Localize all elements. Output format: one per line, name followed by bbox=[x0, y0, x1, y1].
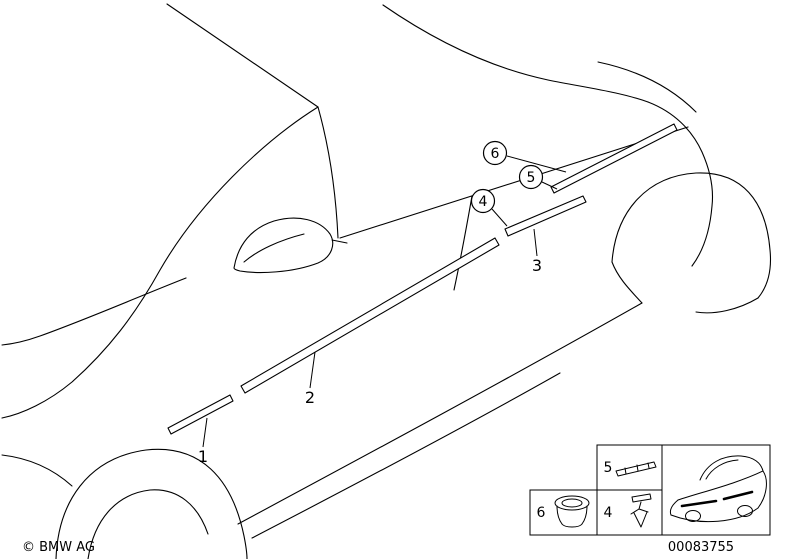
callout-5-label: 5 bbox=[527, 170, 536, 186]
callout-3-leader-line bbox=[533, 228, 538, 257]
callout-6-leader-line bbox=[506, 155, 567, 173]
clip-rail-tick-3 bbox=[647, 462, 650, 469]
callout-1: 1 bbox=[198, 417, 208, 466]
mirror-outline bbox=[233, 217, 334, 274]
thumb-windshield-line bbox=[705, 459, 739, 480]
clip-stem bbox=[638, 501, 642, 510]
clip-rail-tick-1 bbox=[624, 467, 627, 475]
a-pillar-line bbox=[166, 3, 319, 108]
molding-strips bbox=[167, 123, 678, 435]
clip-rail-part-drawing bbox=[615, 461, 657, 477]
thumb-front-edge bbox=[669, 499, 679, 516]
callout-5-leader-line bbox=[541, 181, 558, 190]
copyright-text: © BMW AG bbox=[22, 540, 95, 555]
mirror-detail-line bbox=[243, 233, 305, 263]
document-number: 00083755 bbox=[668, 540, 734, 555]
rear-arch-right-leg bbox=[757, 249, 772, 299]
callout-4-circle bbox=[470, 188, 496, 214]
front-fender-molding-part-1 bbox=[167, 394, 234, 435]
grommet-part-drawing bbox=[554, 495, 590, 528]
rear-bumper-line bbox=[691, 205, 713, 267]
inset-item-6-label: 6 bbox=[537, 505, 546, 521]
front-bumper-line bbox=[1, 454, 73, 487]
grommet-left-side bbox=[556, 505, 563, 525]
rear-deck-line bbox=[597, 61, 697, 113]
door-shut-line bbox=[453, 195, 473, 291]
clip-rail-bar bbox=[615, 461, 657, 477]
callout-1-label: 1 bbox=[198, 447, 208, 466]
rear-door-molding-part-3 bbox=[504, 195, 587, 237]
callout-3-label: 3 bbox=[532, 256, 542, 275]
car-line-art bbox=[1, 3, 772, 559]
rocker-lower-line bbox=[251, 372, 561, 539]
thumb-quarter-molding-highlight bbox=[722, 490, 754, 501]
thumb-roof-line bbox=[699, 455, 764, 481]
mirror-stem-line bbox=[331, 239, 348, 244]
rear-quarter-molding bbox=[550, 123, 678, 194]
a-pillar-base-line bbox=[317, 106, 339, 239]
grommet-bottom bbox=[561, 523, 583, 528]
inset-item-5-label: 5 bbox=[604, 460, 613, 476]
callout-6-label: 6 bbox=[491, 146, 500, 162]
clip-head bbox=[631, 493, 652, 503]
callout-4-label: 4 bbox=[479, 194, 488, 210]
rocker-line bbox=[237, 302, 643, 525]
thumb-rear-wheel bbox=[737, 505, 753, 517]
rocker-to-arch-line bbox=[611, 261, 643, 304]
thumb-front-wheel bbox=[685, 510, 701, 522]
callout-1-leader-line bbox=[202, 417, 208, 448]
rear-wheel-arch bbox=[611, 172, 771, 263]
rear-end-line bbox=[647, 101, 714, 207]
callout-5: 5 bbox=[518, 164, 558, 190]
callout-2: 2 bbox=[305, 351, 316, 407]
callout-4: 4 bbox=[470, 188, 508, 227]
hardware-inset-box: 5 4 6 bbox=[529, 444, 771, 536]
callout-6: 6 bbox=[482, 140, 567, 173]
car-thumbnail bbox=[669, 455, 767, 523]
front-wheel-inner-arch bbox=[87, 489, 209, 559]
clip-tip bbox=[633, 511, 648, 528]
thumb-body-bottom bbox=[670, 507, 759, 523]
callout-6-circle bbox=[482, 140, 508, 166]
clip-rail-tick-2 bbox=[636, 464, 639, 472]
callout-3: 3 bbox=[532, 228, 542, 275]
roof-line bbox=[382, 4, 649, 103]
rear-lower-line bbox=[695, 297, 759, 314]
inset-item-4-label: 4 bbox=[604, 505, 613, 521]
callout-4-leader-line bbox=[491, 208, 508, 227]
thumb-belt-line bbox=[677, 470, 764, 501]
cowl-hood-line bbox=[1, 106, 319, 419]
clip-wings bbox=[630, 508, 649, 515]
callout-2-leader-line bbox=[309, 351, 316, 389]
grommet-outer-rim bbox=[554, 495, 590, 511]
grommet-inner-rim bbox=[561, 498, 583, 508]
door-molding-part-2 bbox=[240, 237, 500, 394]
thumb-rear-edge bbox=[757, 470, 767, 509]
callout-5-circle bbox=[518, 164, 544, 190]
front-wheel-arch bbox=[55, 448, 248, 559]
hood-cut-line bbox=[1, 277, 187, 346]
grommet-right-side bbox=[581, 505, 588, 525]
callout-2-label: 2 bbox=[305, 388, 315, 407]
thumb-door-molding-highlight bbox=[680, 499, 718, 508]
clip-part-drawing bbox=[630, 493, 652, 528]
